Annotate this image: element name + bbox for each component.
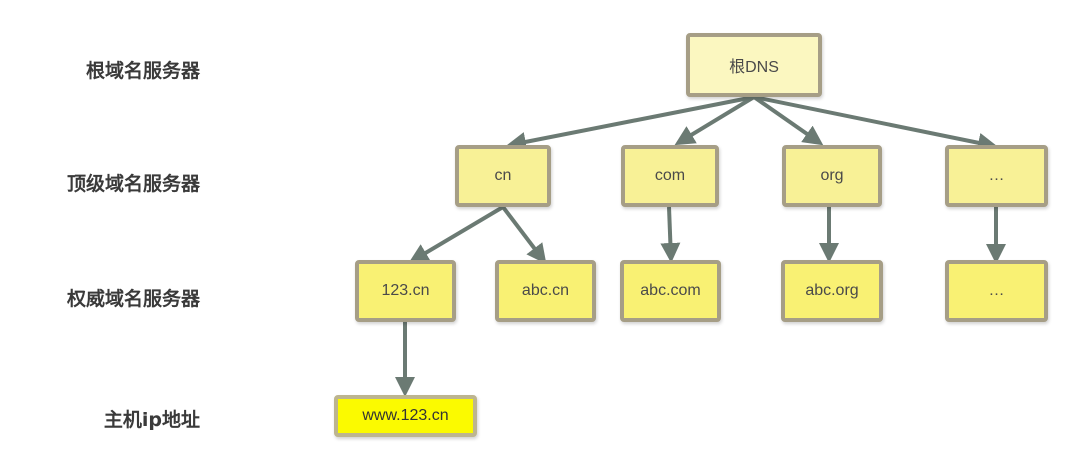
edge-root-org [752, 95, 824, 146]
level-label-host: 主机ip地址 [103, 409, 200, 431]
edge-cn-123cn [408, 205, 505, 264]
node-tld-more: … [945, 145, 1048, 207]
node-auth-abccom: abc.com [620, 260, 721, 322]
node-tld-org: org [782, 145, 882, 207]
edge-root-more [753, 95, 998, 153]
level-label-authoritative: 权威域名服务器 [66, 288, 200, 310]
edge-com-abccom [660, 206, 681, 263]
node-root-dns: 根DNS [686, 33, 822, 97]
node-host-www123cn: www.123.cn [334, 395, 477, 437]
node-tld-com: com [621, 145, 719, 207]
node-auth-abccn: abc.cn [495, 260, 596, 322]
edge-cn-abccn [501, 205, 547, 265]
node-tld-cn: cn [455, 145, 551, 207]
level-label-tld: 顶级域名服务器 [66, 173, 200, 195]
node-auth-more: … [945, 260, 1048, 322]
level-label-root: 根域名服务器 [85, 60, 200, 82]
node-auth-123cn: 123.cn [355, 260, 456, 322]
node-auth-abcorg: abc.org [781, 260, 883, 322]
edge-root-com [674, 95, 756, 146]
edge-root-cn [506, 95, 755, 152]
